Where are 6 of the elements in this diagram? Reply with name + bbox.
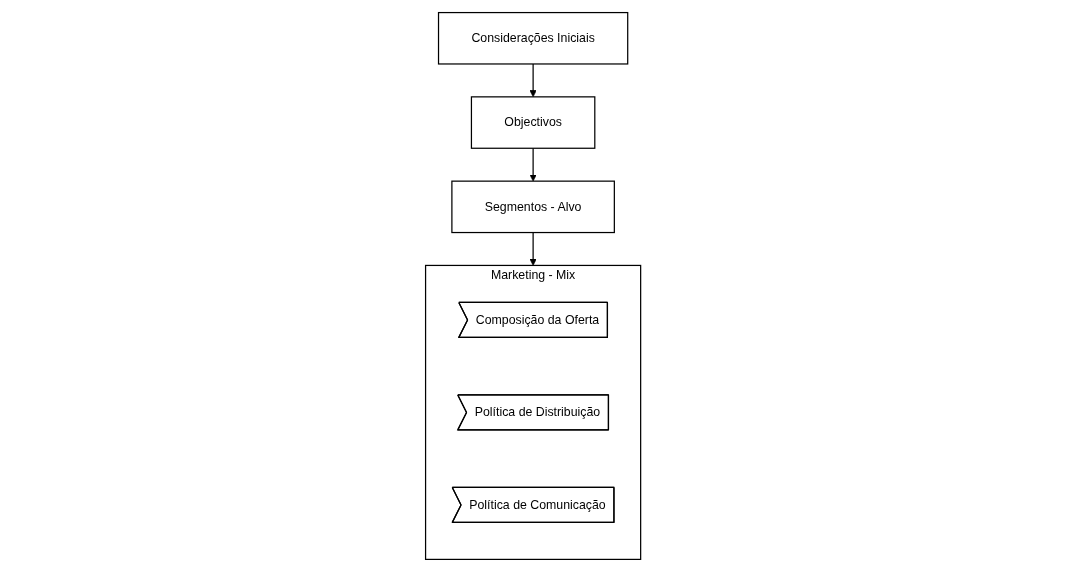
arrow [529, 231, 537, 266]
arrow [529, 63, 537, 98]
node-box: Segmentos - Alvo [451, 180, 615, 234]
arrow [529, 147, 537, 182]
node-box: Considerações Iniciais [437, 11, 629, 65]
node-box: Objectivos [470, 96, 596, 149]
